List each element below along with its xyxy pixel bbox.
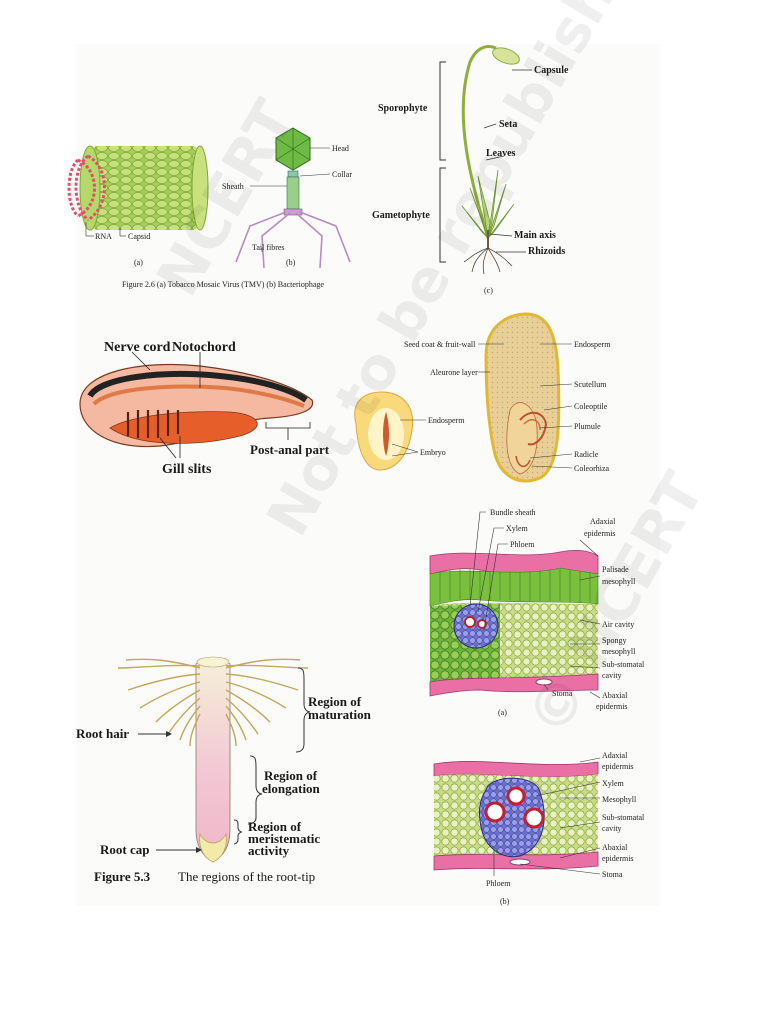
spongy-label-1: Spongy — [602, 636, 626, 645]
capsule-label: Capsule — [534, 65, 569, 76]
plumule-label: Plumule — [574, 422, 601, 431]
rhizoids-label: Rhizoids — [528, 246, 565, 257]
moss-diagram: Capsule Sporophyte Seta Leaves Gametophy… — [372, 45, 569, 295]
leaves-label: Leaves — [486, 148, 516, 159]
root-caption-text: The regions of the root-tip — [178, 869, 315, 884]
stoma-label-a: Stoma — [552, 689, 573, 698]
maturation-label-2: maturation — [308, 707, 372, 722]
capsid-body — [90, 146, 200, 230]
substomatal-label-b-2: cavity — [602, 824, 622, 833]
phloem-label-a: Phloem — [510, 540, 535, 549]
capsid-label: Capsid — [128, 232, 150, 241]
nerve-cord — [87, 371, 308, 403]
coleorhiza-label: Coleorhiza — [574, 464, 610, 473]
root-hair-label: Root hair — [76, 726, 129, 741]
abaxial-label-a-1: Abaxial — [602, 691, 628, 700]
embryo-label: Embryo — [420, 448, 446, 457]
notochord — [92, 384, 305, 408]
abaxial-label-b-2: epidermis — [602, 854, 634, 863]
bundle-sheath-label: Bundle sheath — [490, 508, 536, 517]
post-anal-label: Post-anal part — [250, 442, 330, 457]
mesophyll-label-b: Mesophyll — [602, 795, 637, 804]
leaf-section-b: Adaxial epidermis Xylem Mesophyll Sub-st… — [433, 751, 645, 906]
leaf-section-a: Bundle sheath Xylem Phloem Adaxial epide… — [429, 508, 645, 717]
tail-fibres — [235, 211, 351, 269]
nerve-cord-label: Nerve cord — [104, 340, 171, 355]
coleoptile — [519, 411, 548, 446]
xylem-label-a: Xylem — [506, 524, 529, 533]
stoma-label-b: Stoma — [602, 870, 623, 879]
pharynx — [109, 411, 258, 444]
panel-c-label: (c) — [484, 286, 493, 295]
palisade-label-1: Palisade — [602, 565, 629, 574]
adaxial-label-a-1: Adaxial — [590, 517, 616, 526]
panel-b-label: (b) — [286, 258, 296, 267]
palisade-label-2: mesophyll — [602, 577, 636, 586]
adaxial-label-b-2: epidermis — [602, 762, 634, 771]
collar-label: Collar — [332, 170, 352, 179]
vascular-bundle — [453, 603, 499, 649]
abaxial-label-b-1: Abaxial — [602, 843, 628, 852]
tail-fibres-label: Tail fibres — [252, 243, 285, 252]
panel-leaf-a-label: (a) — [498, 708, 507, 717]
vascular-bundle-b — [479, 777, 545, 858]
maturation-label-1: Region of — [308, 694, 362, 709]
chordate-diagram: Nerve cord Notochord Gill slits Post-ana… — [79, 340, 330, 477]
endosperm-label: Endosperm — [574, 340, 611, 349]
adaxial-label-b-1: Adaxial — [602, 751, 628, 760]
root-cap-label: Root cap — [100, 842, 149, 857]
seta — [461, 45, 497, 239]
seed-diagrams: Endosperm Embryo Seed coat & fruit-wall … — [354, 312, 611, 483]
elongation-label-2: elongation — [262, 781, 321, 796]
seed-coat-label: Seed coat & fruit-wall — [404, 340, 476, 349]
phloem-label-b: Phloem — [486, 879, 511, 888]
radicle-label: Radicle — [574, 450, 599, 459]
virus-caption: Figure 2.6 (a) Tobacco Mosaic Virus (TMV… — [122, 280, 324, 289]
root-caption-number: Figure 5.3 — [94, 869, 151, 884]
root-tip-diagram: Region of maturation Root hair Region of… — [76, 656, 372, 884]
meristem-label-1: Region of — [248, 819, 302, 834]
phage-sheath — [286, 176, 300, 210]
root-hairs — [117, 658, 309, 747]
sheath-label: Sheath — [222, 182, 244, 191]
sporophyte-label: Sporophyte — [378, 103, 428, 114]
abaxial-label-a-2: epidermis — [596, 702, 628, 711]
seta-label: Seta — [499, 119, 517, 130]
gill-slits-label: Gill slits — [162, 462, 212, 477]
palisade-cells — [439, 568, 591, 603]
substomatal-label-a-2: cavity — [602, 671, 622, 680]
gill-slits — [126, 410, 180, 438]
root-body — [195, 660, 231, 863]
rna-helix — [67, 154, 106, 222]
panel-leaf-b-label: (b) — [500, 897, 510, 906]
spongy-label-2: mesophyll — [602, 647, 636, 656]
adaxial-label-a-2: epidermis — [584, 529, 616, 538]
meristem-label-2: meristematic — [248, 831, 320, 846]
bacteriophage-diagram: Head Collar Sheath Tail fibres (b) Figur… — [122, 127, 352, 289]
scutellum-label: Scutellum — [574, 380, 607, 389]
gametophyte-label: Gametophyte — [372, 210, 430, 221]
rhizoids — [463, 247, 513, 275]
substomatal-label-b-1: Sub-stomatal — [602, 813, 645, 822]
root-cap — [199, 832, 227, 863]
meristem-label-3: activity — [248, 843, 290, 858]
xylem-label-b: Xylem — [602, 779, 625, 788]
moss-leaves — [461, 169, 515, 239]
main-axis-label: Main axis — [514, 230, 556, 241]
notochord-label: Notochord — [172, 340, 236, 355]
coleoptile-label: Coleoptile — [574, 402, 608, 411]
adaxial-epidermis — [429, 549, 599, 575]
rna-label: RNA — [95, 232, 112, 241]
capsule — [492, 47, 520, 65]
aleurone-label: Aleurone layer — [430, 368, 478, 377]
endosperm-small-label: Endosperm — [428, 416, 465, 425]
panel-a-label: (a) — [134, 258, 143, 267]
air-cavity-label: Air cavity — [602, 620, 634, 629]
head-label: Head — [332, 144, 349, 153]
elongation-label-1: Region of — [264, 768, 318, 783]
substomatal-label-a-1: Sub-stomatal — [602, 660, 645, 669]
tmv-diagram: RNA Capsid (a) — [67, 145, 209, 267]
abaxial-epidermis — [429, 673, 599, 697]
